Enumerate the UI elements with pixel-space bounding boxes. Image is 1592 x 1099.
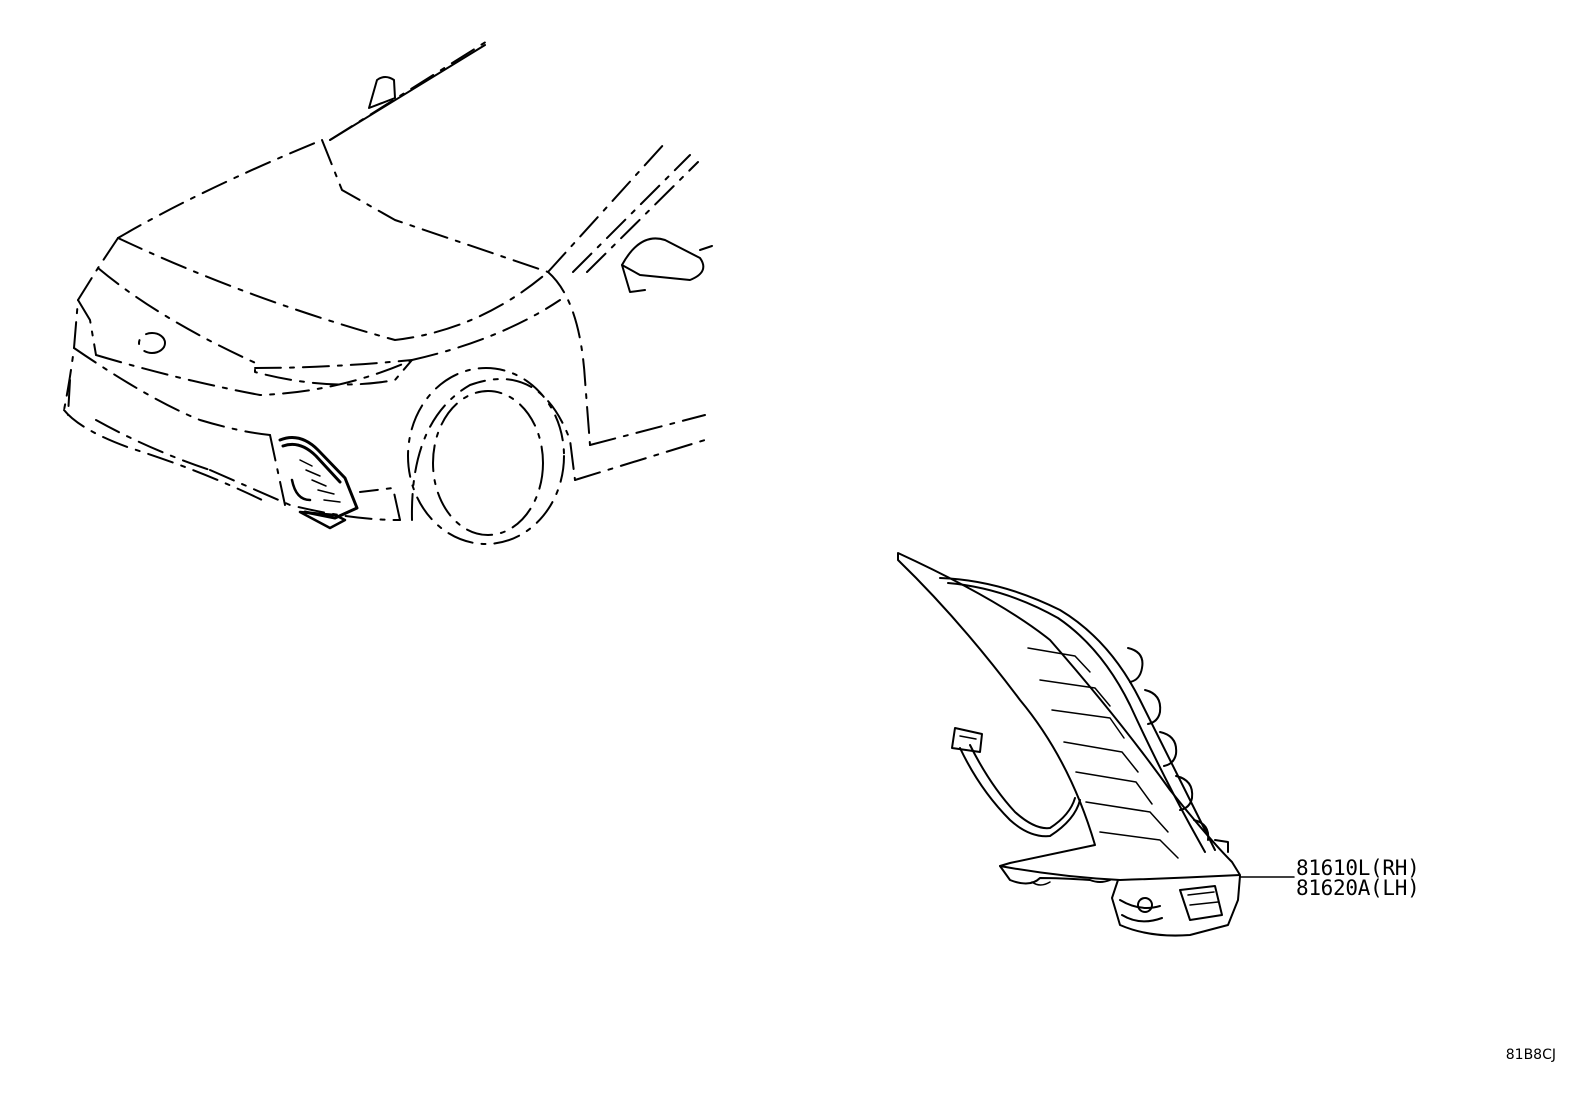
part-number-callout-rh: 81610L(RH) xyxy=(1296,856,1420,880)
vehicle-drl-lamp xyxy=(278,436,359,530)
diagram-code: 81B8CJ xyxy=(1505,1047,1556,1063)
drl-lamp-detail xyxy=(897,552,1295,937)
vehicle-front-view xyxy=(63,37,713,545)
part-number-callout-lh: 81620A(LH) xyxy=(1296,876,1420,900)
